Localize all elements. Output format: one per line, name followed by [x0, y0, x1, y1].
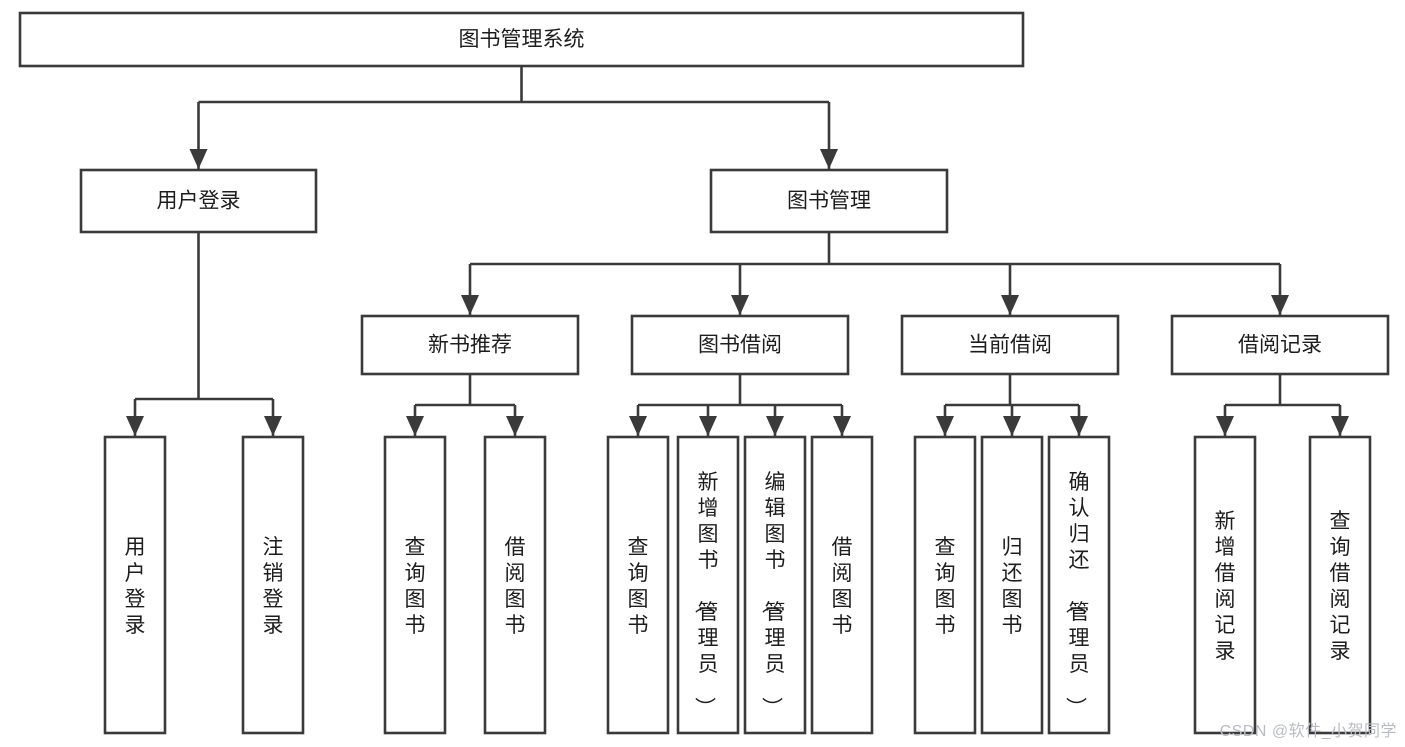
node-borrow-record[interactable]: 借阅记录: [1170, 314, 1390, 376]
node-label: 注销登录: [263, 536, 284, 637]
node-label: 查询图书: [935, 536, 956, 637]
node-label: 借阅记录: [1238, 334, 1322, 357]
node-layer: 图书管理系统用户登录图书管理新书推荐图书借阅当前借阅借阅记录用户登录注销登录查询…: [18, 11, 1390, 735]
node-label: 用户登录: [157, 190, 241, 213]
node-l-confirm-return[interactable]: 确认归还（管理员）: [1047, 435, 1111, 735]
arrow-head-icon: [189, 149, 208, 169]
arrow-head-icon: [936, 416, 954, 436]
connector-group: [461, 232, 1289, 315]
arrow-head-icon: [1271, 295, 1289, 315]
arrow-head-icon: [766, 416, 784, 436]
arrow-head-icon: [1070, 416, 1088, 436]
node-book-borrow[interactable]: 图书借阅: [630, 314, 850, 376]
connector-group: [936, 374, 1088, 436]
arrow-head-icon: [629, 416, 647, 436]
node-root[interactable]: 图书管理系统: [18, 11, 1025, 68]
node-box[interactable]: [606, 435, 670, 735]
node-l-add-book[interactable]: 新增图书（管理员）: [676, 435, 740, 735]
node-l-add-record[interactable]: 新增借阅记录: [1193, 435, 1257, 735]
node-box[interactable]: [383, 435, 447, 735]
node-label: 编辑图书（管理员）: [760, 471, 786, 718]
node-leaf-user-login[interactable]: 用户登录: [103, 435, 167, 735]
node-box[interactable]: [676, 435, 740, 735]
node-box[interactable]: [630, 314, 850, 376]
node-label: 借阅图书: [832, 536, 853, 637]
node-l-edit-book[interactable]: 编辑图书（管理员）: [743, 435, 807, 735]
node-box[interactable]: [483, 435, 547, 735]
node-box[interactable]: [913, 435, 977, 735]
node-user-login[interactable]: 用户登录: [79, 168, 318, 234]
node-l-return-book[interactable]: 归还图书: [980, 435, 1044, 735]
node-box[interactable]: [241, 435, 305, 735]
node-l-query-record[interactable]: 查询借阅记录: [1308, 435, 1372, 735]
node-new-book-rec[interactable]: 新书推荐: [360, 314, 580, 376]
node-label: 图书管理系统: [459, 28, 585, 51]
node-label: 确认归还（管理员）: [1064, 471, 1090, 718]
node-box[interactable]: [79, 168, 318, 234]
arrow-head-icon: [820, 149, 838, 169]
connector-group: [1216, 374, 1349, 436]
node-box[interactable]: [743, 435, 807, 735]
node-box[interactable]: [1170, 314, 1390, 376]
node-box[interactable]: [1193, 435, 1257, 735]
node-label: 图书管理: [787, 190, 871, 213]
node-label: 新书推荐: [428, 334, 512, 357]
connector-layer: [126, 66, 1349, 436]
arrow-head-icon: [833, 416, 851, 436]
connector-group: [126, 232, 282, 436]
node-book-manage[interactable]: 图书管理: [709, 168, 949, 234]
node-box[interactable]: [810, 435, 874, 735]
node-box[interactable]: [980, 435, 1044, 735]
arrow-head-icon: [731, 295, 749, 315]
node-label: 查询图书: [628, 536, 649, 637]
node-box[interactable]: [103, 435, 167, 735]
node-label: 查询图书: [405, 536, 426, 637]
node-label: 查询借阅记录: [1330, 510, 1351, 663]
arrow-head-icon: [699, 416, 717, 436]
node-label: 当前借阅: [968, 334, 1052, 357]
node-l-query-book-3[interactable]: 查询图书: [913, 435, 977, 735]
arrow-head-icon: [406, 416, 424, 436]
node-label: 归还图书: [1002, 536, 1023, 637]
node-box[interactable]: [18, 11, 1025, 68]
connector-group: [189, 66, 838, 169]
arrow-head-icon: [1331, 416, 1349, 436]
arrow-head-icon: [506, 416, 524, 436]
arrow-head-icon: [126, 416, 144, 436]
node-leaf-logout[interactable]: 注销登录: [241, 435, 305, 735]
arrow-head-icon: [1001, 295, 1019, 315]
arrow-head-icon: [1003, 416, 1021, 436]
node-box[interactable]: [1308, 435, 1372, 735]
connector-group: [406, 374, 524, 436]
node-label: 借阅图书: [505, 536, 526, 637]
arrow-head-icon: [461, 295, 479, 315]
connector-group: [629, 374, 851, 436]
node-label: 新增借阅记录: [1215, 510, 1236, 663]
node-box[interactable]: [360, 314, 580, 376]
node-l-borrow-book-1[interactable]: 借阅图书: [483, 435, 547, 735]
node-l-borrow-book-2[interactable]: 借阅图书: [810, 435, 874, 735]
node-l-query-book-1[interactable]: 查询图书: [383, 435, 447, 735]
node-l-query-book-2[interactable]: 查询图书: [606, 435, 670, 735]
node-label: 新增图书（管理员）: [693, 471, 719, 718]
node-current-borrow[interactable]: 当前借阅: [900, 314, 1120, 376]
arrow-head-icon: [264, 416, 282, 436]
node-box[interactable]: [1047, 435, 1111, 735]
arrow-head-icon: [1216, 416, 1234, 436]
node-box[interactable]: [709, 168, 949, 234]
node-label: 用户登录: [125, 536, 146, 637]
node-box[interactable]: [900, 314, 1120, 376]
node-label: 图书借阅: [698, 334, 782, 357]
